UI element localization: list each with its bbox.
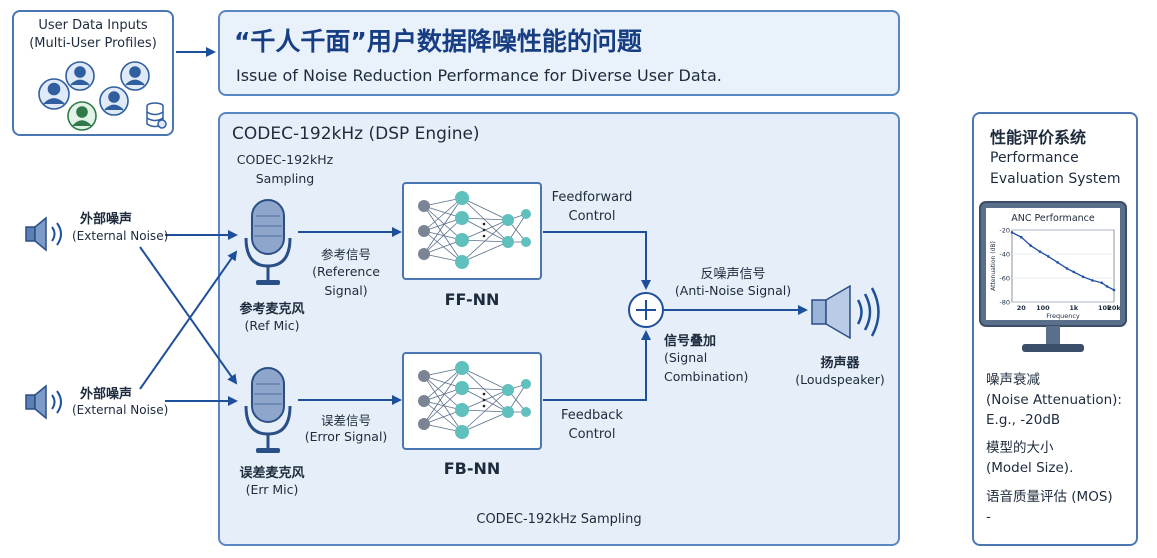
series-point: [1047, 255, 1050, 258]
dsp-title: CODEC-192kHz (DSP Engine): [232, 124, 480, 144]
speaker-zh: 扬声器: [820, 356, 860, 371]
monitor-screen: [986, 208, 1120, 320]
monitor-base: [1022, 344, 1084, 352]
monitor-icon: ANC Performance-20 -40 -60 -80 20 100 1k 10k20k…: [979, 201, 1127, 352]
user-avatar-icon: [99, 86, 129, 116]
y-tick-label: -60: [999, 275, 1010, 283]
user-avatar-icon: [120, 61, 150, 91]
reference-microphone-icon: [244, 199, 292, 285]
perf-title-en-line1: Performance: [990, 150, 1079, 166]
sampling-top-line2: Sampling: [255, 171, 315, 186]
err-mic-zh: 误差麦克风: [239, 466, 305, 481]
err-signal-zh: 误差信号: [320, 413, 371, 428]
series-point: [1091, 279, 1094, 282]
title-english: Issue of Noise Reduction Performance for…: [236, 66, 722, 85]
anc-chart: ANC Performance-20 -40 -60 -80 20 100 1k 10k20k…: [990, 213, 1121, 320]
speaker-icon: [25, 384, 62, 420]
arrow-fbnn-to-sum: [543, 330, 651, 401]
ffnn-block: [402, 182, 542, 280]
err-signal-en: (Error Signal): [304, 429, 388, 444]
perf-item3-val: -: [986, 509, 991, 525]
x-tick-label: 100: [1036, 304, 1050, 312]
y-tick-label: -40: [999, 251, 1010, 259]
x-axis-label: Frequency: [1046, 312, 1080, 320]
user-profiles-illustration: [38, 61, 167, 131]
speaker-icon: [25, 216, 62, 252]
combination-en-line1: (Signal: [664, 350, 708, 365]
perf-item1-en: (Noise Attenuation):: [986, 392, 1122, 408]
combination-zh: 信号叠加: [664, 334, 717, 349]
users-title-line2: (Multi-User Profiles): [29, 36, 157, 51]
users-title-line1: User Data Inputs: [38, 18, 148, 33]
series-point: [1010, 231, 1014, 234]
x-tick-label: 1k: [1069, 304, 1079, 312]
series-point: [1112, 288, 1116, 292]
fb-control-line2: Control: [568, 427, 616, 442]
title-chinese: “千人千面”用户数据降噪性能的问题: [234, 27, 642, 56]
series-point: [1081, 275, 1085, 279]
noise-bottom-zh: 外部噪声: [80, 387, 133, 402]
user-avatar-icon: [65, 61, 95, 91]
noise-top-en: (External Noise): [72, 229, 169, 243]
user-avatar-icon: [67, 101, 97, 131]
user-data-inputs-panel: User Data Inputs (Multi-User Profiles): [12, 10, 174, 136]
neural-network-icon: [418, 361, 531, 439]
x-tick-label: 10k: [1098, 304, 1112, 312]
series-point: [1056, 261, 1059, 264]
y-tick-label: -20: [999, 227, 1010, 235]
ff-control-line2: Control: [568, 209, 616, 224]
series-point: [1072, 270, 1076, 274]
perf-item2-en: (Model Size).: [986, 460, 1074, 476]
monitor-neck: [1046, 326, 1060, 344]
series-point: [1038, 250, 1042, 253]
user-avatar-icon: [38, 78, 70, 110]
perf-title-zh: 性能评价系统: [990, 128, 1087, 147]
perf-item2-zh: 模型的大小: [986, 440, 1054, 456]
y-axis-label: Attenuation (dB): [990, 241, 997, 291]
arrow-noise2-to-ref-mic: [139, 250, 238, 390]
series-point: [1029, 244, 1032, 247]
y-tick-label: -80: [999, 299, 1010, 307]
database-icon: [146, 102, 167, 129]
dsp-engine-panel: CODEC-192kHz (DSP Engine): [218, 112, 900, 546]
series-point: [1100, 281, 1104, 285]
x-tick-label: 20: [1017, 304, 1027, 312]
error-microphone-icon: [244, 367, 292, 453]
neural-network-icon: [418, 191, 531, 269]
ref-mic-en: (Ref Mic): [244, 318, 300, 333]
x-tick-label: 20k: [1107, 304, 1121, 312]
anti-noise-en: (Anti-Noise Signal): [674, 283, 792, 298]
anti-noise-zh: 反噪声信号: [700, 267, 766, 282]
perf-item1-zh: 噪声衰减: [986, 372, 1040, 388]
ref-mic-zh: 参考麦克风: [239, 302, 305, 317]
series-point: [1065, 267, 1069, 270]
chart-title: ANC Performance: [1011, 213, 1095, 224]
loudspeaker-icon: [811, 284, 880, 340]
series-point: [1020, 235, 1023, 239]
title-banner: “千人千面”用户数据降噪性能的问题 Issue of Noise Reducti…: [218, 10, 900, 96]
perf-item1-val: E.g., -20dB: [986, 412, 1061, 428]
arrow-ffnn-to-sum: [543, 231, 651, 290]
perf-title-en-line2: Evaluation System: [990, 171, 1121, 187]
ref-signal-zh: 参考信号: [320, 247, 371, 262]
ref-signal-en-line2: Signal): [324, 283, 368, 298]
fb-control-line1: Feedback: [561, 408, 623, 423]
fbnn-block: [402, 352, 542, 450]
noise-bottom-en: (External Noise): [72, 403, 169, 417]
fbnn-label: FB-NN: [443, 459, 501, 478]
ffnn-label: FF-NN: [444, 290, 500, 309]
perf-item3-zh: 语音质量评估 (MOS): [986, 489, 1113, 505]
sampling-top-line1: CODEC-192kHz: [236, 152, 334, 167]
sampling-bottom: CODEC-192kHz Sampling: [476, 512, 642, 527]
series-point: [1105, 285, 1109, 288]
err-mic-en: (Err Mic): [245, 482, 299, 497]
ref-signal-en-line1: (Reference: [312, 264, 380, 279]
speaker-en: (Loudspeaker): [795, 372, 885, 387]
arrow-noise-to-err-mic: [139, 246, 238, 385]
sum-node-icon: [628, 292, 664, 328]
noise-top-zh: 外部噪声: [80, 212, 133, 227]
combination-en-line2: Combination): [664, 369, 749, 384]
ff-control-line1: Feedforward: [551, 190, 633, 205]
